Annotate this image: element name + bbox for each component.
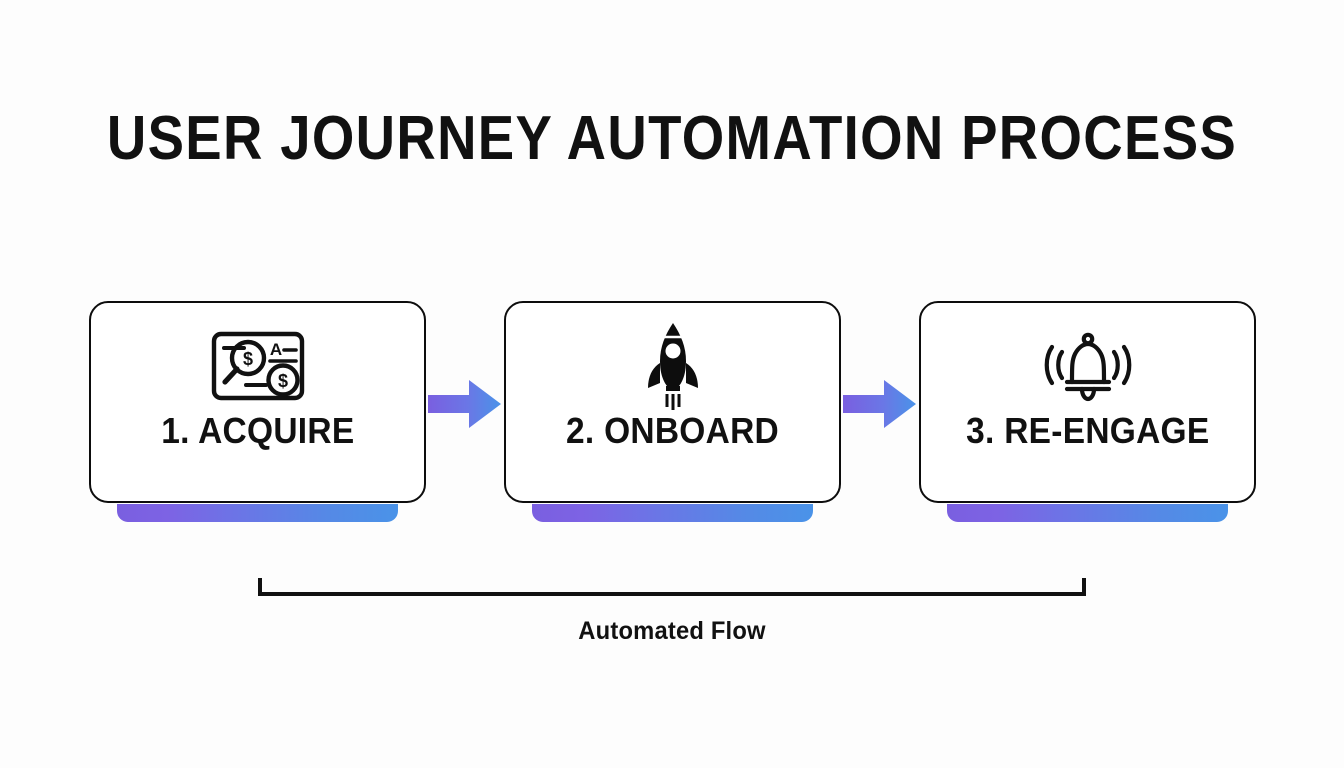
connector-arrow-1 (426, 301, 504, 506)
step-label-2: 2. ONBOARD (566, 410, 779, 451)
step-label-3: 3. RE-ENGAGE (965, 410, 1210, 451)
step-accent-bar-3 (947, 504, 1228, 522)
svg-text:$: $ (242, 349, 252, 369)
step-label-1: 1. ACQUIRE (160, 410, 355, 451)
step-icon-slot-3 (1042, 325, 1134, 407)
process-step-1[interactable]: A $ $ 1. ACQUIRE (89, 301, 426, 522)
connector-arrow-2 (841, 301, 919, 506)
step-card-3[interactable]: 3. RE-ENGAGE (919, 301, 1256, 503)
step-accent-bar-1 (117, 504, 398, 522)
automated-flow-caption: Automated Flow (578, 617, 766, 645)
ringing-bell-icon (1044, 332, 1131, 402)
svg-text:A: A (269, 340, 281, 359)
step-icon-slot-2 (641, 323, 705, 410)
step-card-1[interactable]: A $ $ 1. ACQUIRE (89, 301, 426, 503)
step-card-2[interactable]: 2. ONBOARD (504, 301, 841, 503)
rocket-icon (647, 323, 698, 410)
process-steps-row: A $ $ 1. ACQUIRE (89, 301, 1256, 522)
magnifier-money-card-icon: A $ $ (211, 331, 304, 401)
page-title: USER JOURNEY AUTOMATION PROCESS (106, 104, 1238, 173)
svg-text:$: $ (277, 371, 287, 391)
automated-flow-bracket (258, 578, 1086, 596)
step-accent-bar-2 (532, 504, 813, 522)
arrow-right-icon (428, 379, 501, 428)
process-step-2[interactable]: 2. ONBOARD (504, 301, 841, 522)
arrow-right-icon (843, 379, 916, 428)
step-icon-slot-1: A $ $ (208, 325, 308, 407)
process-step-3[interactable]: 3. RE-ENGAGE (919, 301, 1256, 522)
